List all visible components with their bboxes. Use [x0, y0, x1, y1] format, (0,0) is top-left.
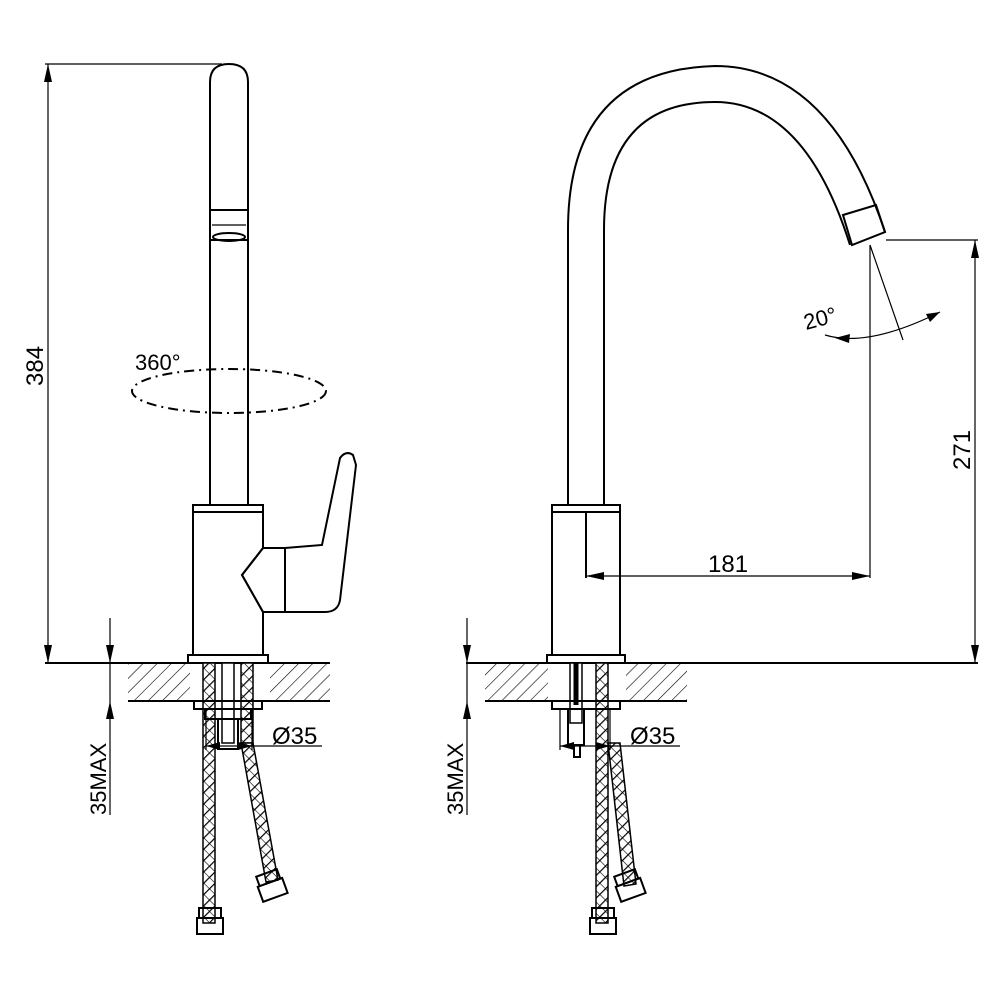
right-gooseneck-spout	[567, 64, 887, 506]
left-rotation-ellipse	[131, 368, 327, 414]
left-mounting-hoses	[193, 662, 289, 935]
left-height-label: 384	[22, 346, 49, 386]
right-faucet-body	[546, 504, 626, 664]
left-faucet-body	[187, 62, 358, 664]
right-hole-dimension: Ø35	[559, 709, 680, 750]
right-view: 20° 271 181 35MAX	[443, 64, 979, 935]
left-hole-dimension: Ø35	[205, 709, 322, 750]
right-thickness-label: 35MAX	[443, 743, 468, 815]
right-hole-label: Ø35	[630, 723, 675, 750]
right-reach-label: 181	[708, 551, 748, 578]
right-mounting-hoses	[551, 662, 647, 935]
right-angle-label: 20°	[801, 302, 840, 335]
right-spout-height-dimension: 271	[886, 239, 979, 663]
right-spout-height-label: 271	[949, 430, 976, 470]
left-thickness-dimension: 35MAX	[86, 618, 114, 815]
left-countertop	[45, 662, 330, 702]
left-hole-label: Ø35	[272, 723, 317, 750]
left-thickness-label: 35MAX	[86, 743, 111, 815]
right-countertop	[466, 662, 978, 702]
left-rotation-label: 360°	[135, 350, 181, 375]
left-view: 360° 384 35MAX	[22, 62, 358, 935]
right-angle-dimension: 20°	[801, 244, 941, 578]
right-thickness-dimension: 35MAX	[443, 618, 471, 815]
left-height-dimension: 384	[22, 63, 222, 663]
right-reach-dimension: 181	[586, 551, 870, 580]
